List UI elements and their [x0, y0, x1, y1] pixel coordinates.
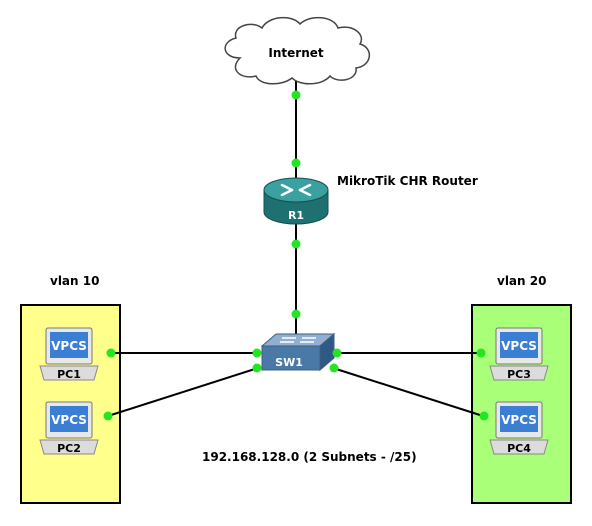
port-dot [291, 239, 301, 249]
subnet-note: 192.168.128.0 (2 Subnets - /25) [202, 450, 417, 464]
port-dots [103, 90, 489, 421]
pc1-badge: VPCS [51, 339, 87, 353]
port-dot [291, 90, 301, 100]
pc3-name: PC3 [507, 368, 531, 381]
cloud-icon [224, 16, 370, 85]
port-dot [479, 411, 489, 421]
port-dot [291, 309, 301, 319]
port-dot [476, 348, 486, 358]
pc4-name: PC4 [507, 442, 531, 455]
vlan-10-label: vlan 10 [50, 274, 100, 288]
port-dot [106, 348, 116, 358]
port-dot [252, 363, 262, 373]
pc4-badge: VPCS [501, 413, 537, 427]
switch-id-label: SW1 [275, 356, 303, 369]
switch-icon [260, 332, 336, 372]
vlan-20-label: vlan 20 [497, 274, 547, 288]
pc2-badge: VPCS [51, 413, 87, 427]
pc2-icon [39, 401, 99, 455]
port-dot [329, 363, 339, 373]
port-dot [103, 411, 113, 421]
pc3-icon [489, 327, 549, 381]
link-sw1-pc4 [332, 367, 484, 417]
pc2-name: PC2 [57, 442, 81, 455]
pc3-badge: VPCS [501, 339, 537, 353]
router-icon [263, 177, 329, 225]
pc1-name: PC1 [57, 368, 81, 381]
router-description: MikroTik CHR Router [337, 174, 478, 188]
port-dot [252, 348, 262, 358]
port-dot [332, 348, 342, 358]
pc4-icon [489, 401, 549, 455]
pc1-icon [39, 327, 99, 381]
router-id-label: R1 [288, 209, 304, 222]
link-pc2-sw1 [107, 367, 259, 417]
port-dot [291, 158, 301, 168]
cloud-label: Internet [268, 46, 323, 60]
